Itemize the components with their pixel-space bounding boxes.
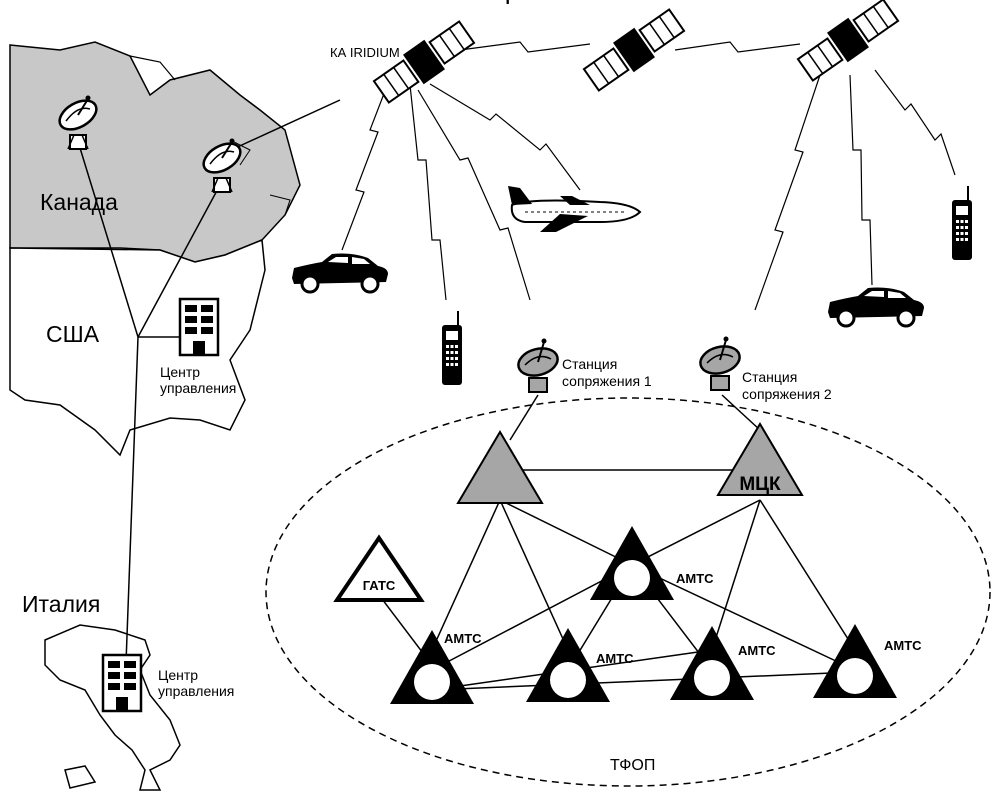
pstn-label: ТФОП: [610, 757, 655, 774]
gateway-1-dish-icon: [514, 337, 562, 394]
car-icon: [290, 252, 390, 294]
control-center-usa-icon: [178, 297, 220, 357]
terrestrial-links: [79, 99, 341, 664]
msc-node-1: МЦК: [456, 0, 544, 504]
amts-label: АМТС: [676, 571, 714, 586]
satellite-1: [372, 20, 476, 104]
local-exchange-node: ГАТС: [333, 534, 425, 602]
amts-node: [590, 526, 674, 600]
amts-label: АМТС: [596, 651, 634, 666]
gateway-1-label-1: Станция: [562, 356, 617, 372]
control-center-italy-icon: [101, 653, 143, 713]
amts-node: [813, 624, 897, 698]
control-center-usa-label-2: управления: [160, 380, 236, 396]
amts-label: АМТС: [738, 643, 776, 658]
north-america-map: [9, 41, 301, 457]
gateway-2-dish-icon: [696, 335, 744, 392]
radio-links: [341, 41, 956, 311]
satellite-label: КА IRIDIUM: [330, 45, 400, 60]
amts-label: АМТС: [884, 638, 922, 653]
control-center-italy-label-2: управления: [158, 683, 234, 699]
region-label-italy: Италия: [22, 591, 100, 617]
msc-node-1-label: МЦК: [479, 0, 521, 5]
car-icon: [826, 286, 926, 328]
amts-node: [670, 626, 754, 700]
control-center-usa-label-1: Центр: [160, 364, 200, 380]
region-label-canada: Канада: [40, 189, 118, 215]
mobile-phone-icon: [441, 310, 463, 386]
control-center-italy-label-1: Центр: [158, 667, 198, 683]
satellite-3: [796, 0, 900, 82]
pstn-boundary: [265, 397, 991, 787]
satellite-2: [582, 8, 686, 92]
gateway-2-label-1: Станция: [742, 369, 797, 385]
airplane-icon: [508, 186, 642, 232]
gateway-1-label-2: сопряжения 1: [562, 373, 652, 389]
amts-label: АМТС: [444, 631, 482, 646]
msc-node-2: МЦК: [716, 422, 804, 496]
mobile-phone-icon: [951, 185, 973, 261]
msc-node-2-label: МЦК: [739, 474, 781, 495]
gateway-2-label-2: сопряжения 2: [742, 386, 832, 402]
region-label-usa: США: [46, 321, 100, 347]
local-exchange-label: ГАТС: [363, 578, 396, 593]
